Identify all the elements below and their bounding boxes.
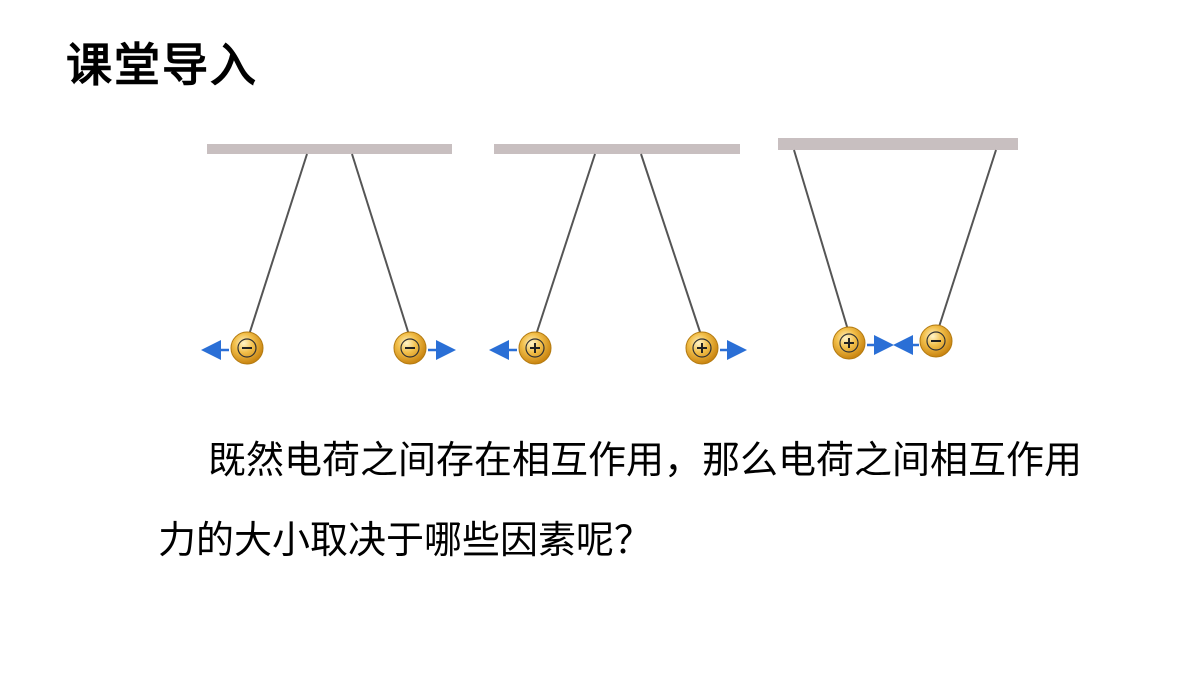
support-bar: [494, 144, 740, 154]
thread: [640, 153, 703, 339]
charge-symbol-ring: [525, 338, 545, 358]
support-bar: [207, 144, 452, 154]
thread: [793, 149, 849, 331]
question-paragraph: 既然电荷之间存在相互作用，那么电荷之间相互作用力的大小取决于哪些因素呢？: [158, 438, 1083, 562]
charge-symbol-ring: [839, 333, 859, 353]
thread: [534, 153, 596, 339]
slide-title: 课堂导入: [66, 38, 258, 92]
thread: [937, 149, 997, 331]
panel-3: [778, 138, 1018, 360]
panel-2: [489, 144, 747, 365]
panel-1: [201, 144, 456, 365]
pendulum-figure: [201, 138, 1018, 365]
charge-symbol-ring: [692, 338, 712, 358]
thread: [351, 153, 411, 339]
support-bar: [778, 138, 1018, 150]
charge-symbol-ring: [926, 331, 946, 351]
charge-symbol-ring: [400, 338, 420, 358]
charge-symbol-ring: [237, 338, 257, 358]
thread: [247, 153, 308, 339]
